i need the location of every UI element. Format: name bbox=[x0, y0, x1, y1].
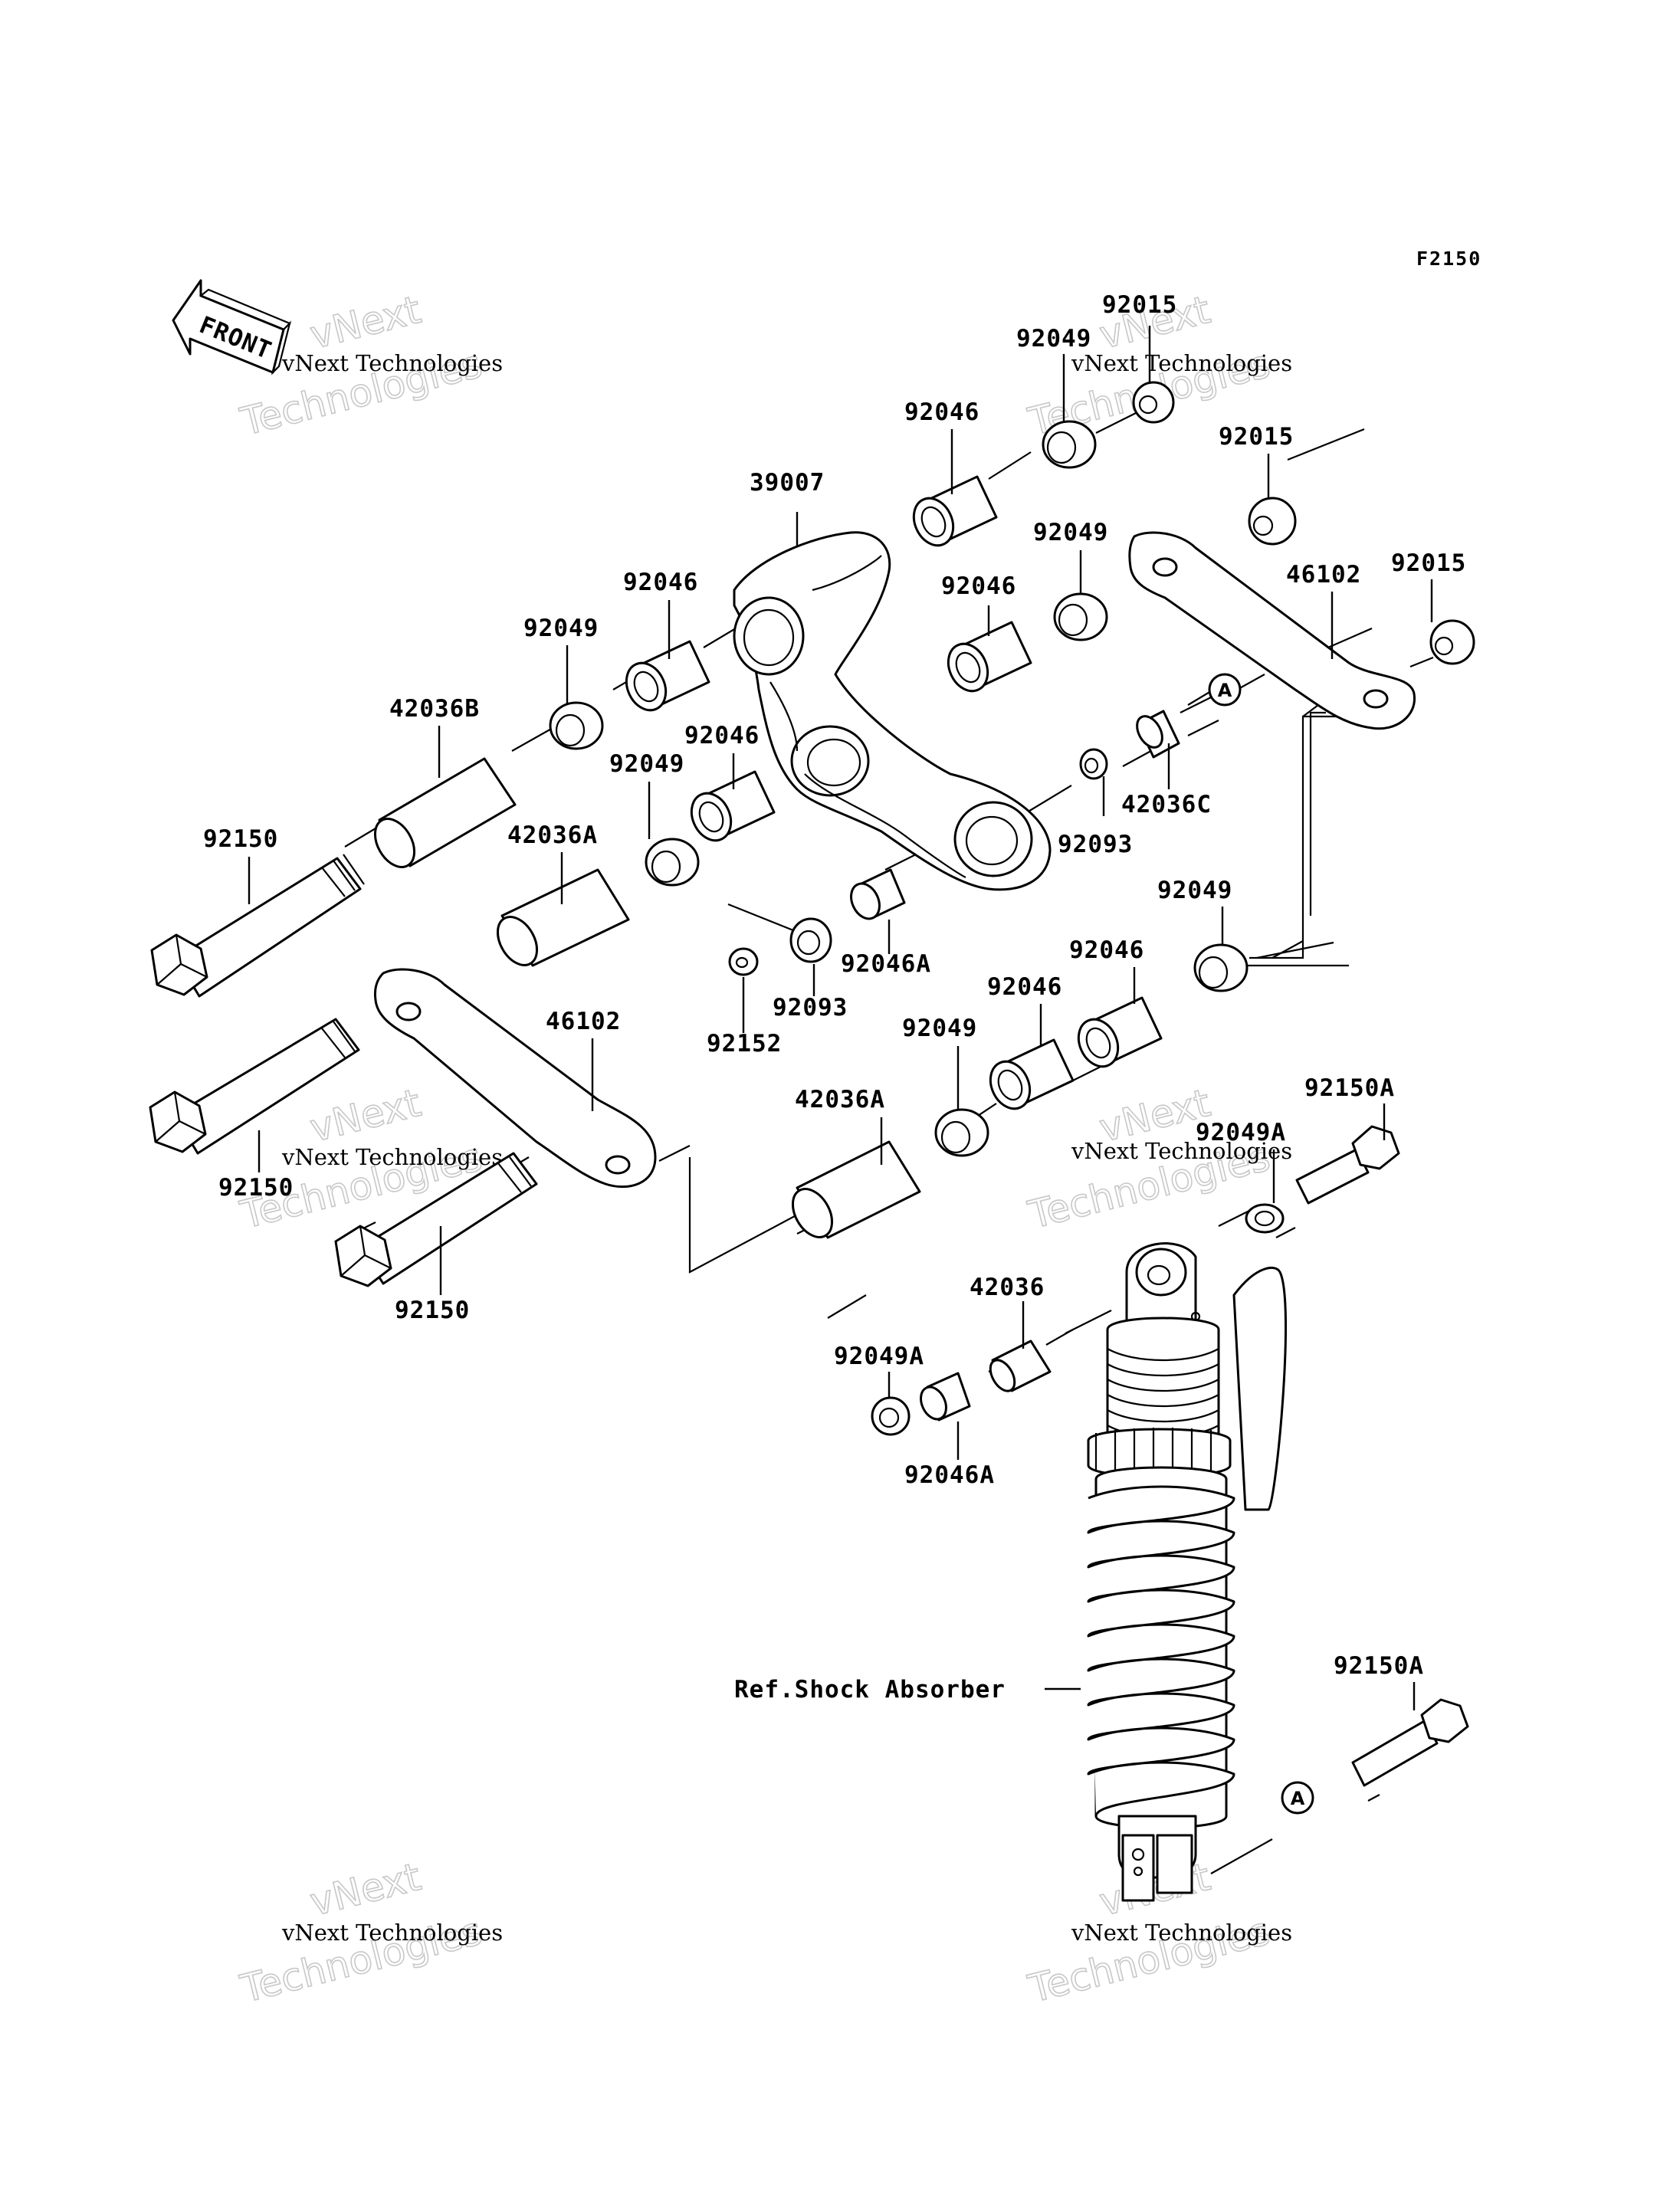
label-92150-bottom: 92150 bbox=[395, 1297, 470, 1324]
link-plate-46102-right bbox=[1128, 531, 1416, 730]
label-46102-right: 46102 bbox=[1286, 561, 1361, 589]
label-92046-lowright: 92046 bbox=[1069, 936, 1144, 964]
front-arrow-icon: FRONT bbox=[172, 279, 292, 375]
collar-42036C bbox=[1136, 710, 1180, 759]
label-92049-top: 92049 bbox=[1016, 325, 1091, 353]
label-42036A-lower: 42036A bbox=[795, 1086, 885, 1113]
svg-text:vNext Technologies: vNext Technologies bbox=[281, 350, 503, 376]
seal-92049-top bbox=[1042, 420, 1097, 469]
marker-a-bottom: A bbox=[1281, 1781, 1314, 1815]
label-92015-top: 92015 bbox=[1102, 291, 1177, 319]
label-92150A-bottom: 92150A bbox=[1334, 1652, 1424, 1680]
label-92049-lowright: 92049 bbox=[1157, 877, 1232, 904]
label-92046A-bottom: 92046A bbox=[904, 1461, 995, 1489]
washer-92093-center bbox=[789, 917, 832, 963]
bolt-92150-bottom bbox=[334, 1152, 538, 1287]
bearing-92046-lowright bbox=[1077, 996, 1163, 1068]
bolt-92150-mid bbox=[149, 1018, 360, 1155]
part-labels: 39007 92015 92049 92046 92015 92049 9204… bbox=[203, 291, 1466, 1703]
label-92046-lower: 92046 bbox=[987, 973, 1062, 1001]
label-92049-left: 92049 bbox=[523, 615, 599, 642]
washer-92093-right bbox=[1079, 748, 1108, 780]
diagram-code: F2150 bbox=[1416, 248, 1481, 270]
label-92015-right: 92015 bbox=[1391, 549, 1466, 577]
label-92049-lower: 92049 bbox=[902, 1015, 977, 1042]
bearing-92046A-center bbox=[850, 868, 906, 920]
svg-text:vNext Technologies: vNext Technologies bbox=[1071, 350, 1292, 376]
bolt-92150-top bbox=[150, 854, 365, 998]
leader-lines bbox=[248, 326, 1433, 1710]
label-92049A-bottom: 92049A bbox=[834, 1343, 924, 1370]
watermark-top-left: vNext Technologies vNext Technologies bbox=[235, 287, 503, 444]
label-92015-mid: 92015 bbox=[1219, 423, 1294, 451]
label-92046A-center: 92046A bbox=[841, 950, 931, 978]
label-92049A-top: 92049A bbox=[1196, 1119, 1286, 1146]
seal-92049A-bottom bbox=[871, 1396, 911, 1436]
label-42036: 42036 bbox=[970, 1274, 1045, 1301]
collar-42036B bbox=[373, 757, 517, 868]
svg-text:A: A bbox=[1291, 1788, 1305, 1809]
label-42036B: 42036B bbox=[389, 695, 480, 723]
seal-92049-left bbox=[549, 701, 604, 750]
label-92049-center: 92049 bbox=[609, 750, 684, 778]
bearing-92046-lower bbox=[989, 1038, 1075, 1110]
svg-text:vNext Technologies: vNext Technologies bbox=[281, 1144, 503, 1170]
svg-text:vNext: vNext bbox=[306, 287, 425, 358]
label-92150-top: 92150 bbox=[203, 825, 278, 853]
label-92046-left: 92046 bbox=[623, 569, 698, 596]
label-92046-mid: 92046 bbox=[941, 572, 1016, 600]
seal-92049-lowright bbox=[1193, 943, 1249, 992]
label-92093-right: 92093 bbox=[1058, 831, 1133, 858]
nut-92015-mid bbox=[1248, 497, 1297, 546]
rocker-arm-39007 bbox=[733, 531, 1052, 891]
seal-92049-center bbox=[645, 838, 700, 887]
label-92093-center: 92093 bbox=[773, 994, 848, 1021]
seal-92049-lower bbox=[934, 1108, 989, 1157]
svg-text:vNext: vNext bbox=[306, 1080, 425, 1151]
bearing-92046-left bbox=[625, 640, 710, 712]
label-92046-center: 92046 bbox=[684, 722, 760, 749]
bolt-92150A-bottom bbox=[1351, 1698, 1469, 1787]
label-42036A-top: 42036A bbox=[507, 821, 598, 849]
svg-text:A: A bbox=[1218, 680, 1232, 701]
svg-text:vNext Technologies: vNext Technologies bbox=[281, 1920, 503, 1946]
label-92150A-top: 92150A bbox=[1304, 1074, 1395, 1102]
reference-label: Ref.Shock Absorber bbox=[734, 1676, 1006, 1703]
svg-text:vNext Technologies: vNext Technologies bbox=[1071, 1138, 1292, 1164]
svg-text:vNext Technologies: vNext Technologies bbox=[1071, 1920, 1292, 1946]
label-92152: 92152 bbox=[707, 1030, 782, 1058]
nut-92015-top bbox=[1132, 381, 1175, 424]
seal-92049-mid bbox=[1053, 592, 1108, 641]
bearing-92046A-bottom bbox=[920, 1372, 971, 1421]
bearing-92046-top bbox=[912, 475, 998, 547]
seal-92049A-top bbox=[1245, 1203, 1285, 1234]
label-46102-left: 46102 bbox=[546, 1008, 621, 1035]
marker-a-top: A bbox=[1208, 673, 1242, 707]
washer-92152 bbox=[728, 947, 759, 976]
label-92150-mid: 92150 bbox=[218, 1174, 294, 1202]
bearing-92046-center bbox=[690, 770, 776, 842]
label-92049-mid: 92049 bbox=[1033, 519, 1108, 546]
collar-42036A-lower bbox=[791, 1140, 921, 1239]
bolt-92150A-top bbox=[1295, 1125, 1400, 1205]
label-39007: 39007 bbox=[750, 469, 825, 497]
label-42036C: 42036C bbox=[1121, 791, 1212, 818]
svg-text:vNext: vNext bbox=[306, 1854, 425, 1925]
collar-42036 bbox=[989, 1340, 1052, 1392]
bearing-92046-mid bbox=[947, 621, 1032, 693]
watermark-bottom-left: vNext Technologies vNext Technologies bbox=[235, 1854, 503, 2012]
link-plate-46102-left bbox=[374, 968, 657, 1189]
shock-absorber bbox=[1087, 1242, 1288, 1902]
nut-92015-right bbox=[1429, 619, 1475, 665]
label-92046-top: 92046 bbox=[904, 398, 979, 426]
collar-42036A-top bbox=[496, 868, 630, 967]
